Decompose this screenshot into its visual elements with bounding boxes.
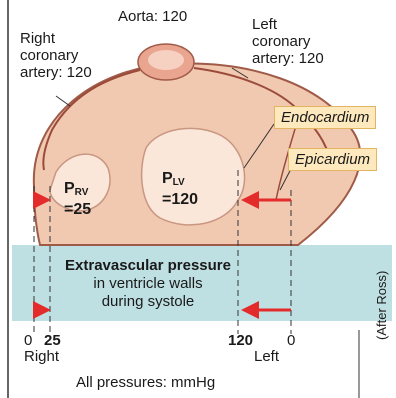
left-coronary-line-2: coronary	[252, 33, 324, 50]
footer-note: All pressures: mmHg	[76, 374, 215, 391]
scale-left-zero: 0	[287, 332, 295, 349]
scale-right-zero: 0	[24, 332, 32, 349]
left-coronary-line-1: Left	[252, 16, 324, 33]
p-rv-label: PRV =25	[64, 180, 91, 218]
scale-left-label: Left	[254, 348, 279, 365]
right-coronary-label: Right coronary artery: 120	[20, 30, 92, 81]
credit-label: (After Ross)	[374, 271, 389, 340]
extravascular-line-3: during systole	[56, 293, 240, 311]
scale-right-label: Right	[24, 348, 59, 365]
p-lv-symbol: P	[162, 170, 173, 187]
aorta-label: Aorta: 120	[118, 8, 187, 25]
scale-right-value: 25	[44, 332, 61, 349]
p-lv-label: PLV =120	[162, 170, 198, 208]
right-coronary-line-1: Right	[20, 30, 92, 47]
p-rv-subscript: RV	[75, 187, 89, 198]
epicardium-callout: Epicardium	[288, 148, 377, 171]
left-coronary-line-3: artery: 120	[252, 50, 324, 67]
scale-left-value: 120	[228, 332, 253, 349]
p-lv-value: =120	[162, 191, 198, 208]
aorta-lumen	[148, 50, 184, 70]
extravascular-title: Extravascular pressure	[56, 257, 240, 275]
left-coronary-label: Left coronary artery: 120	[252, 16, 324, 67]
endocardium-callout: Endocardium	[274, 106, 376, 129]
extravascular-line-2: in ventricle walls	[56, 275, 240, 293]
p-rv-value: =25	[64, 201, 91, 218]
p-rv-symbol: P	[64, 180, 75, 197]
extravascular-text: Extravascular pressure in ventricle wall…	[56, 257, 240, 311]
p-lv-subscript: LV	[173, 177, 185, 188]
right-coronary-leader	[56, 96, 70, 106]
right-coronary-line-2: coronary	[20, 47, 92, 64]
right-coronary-line-3: artery: 120	[20, 64, 92, 81]
